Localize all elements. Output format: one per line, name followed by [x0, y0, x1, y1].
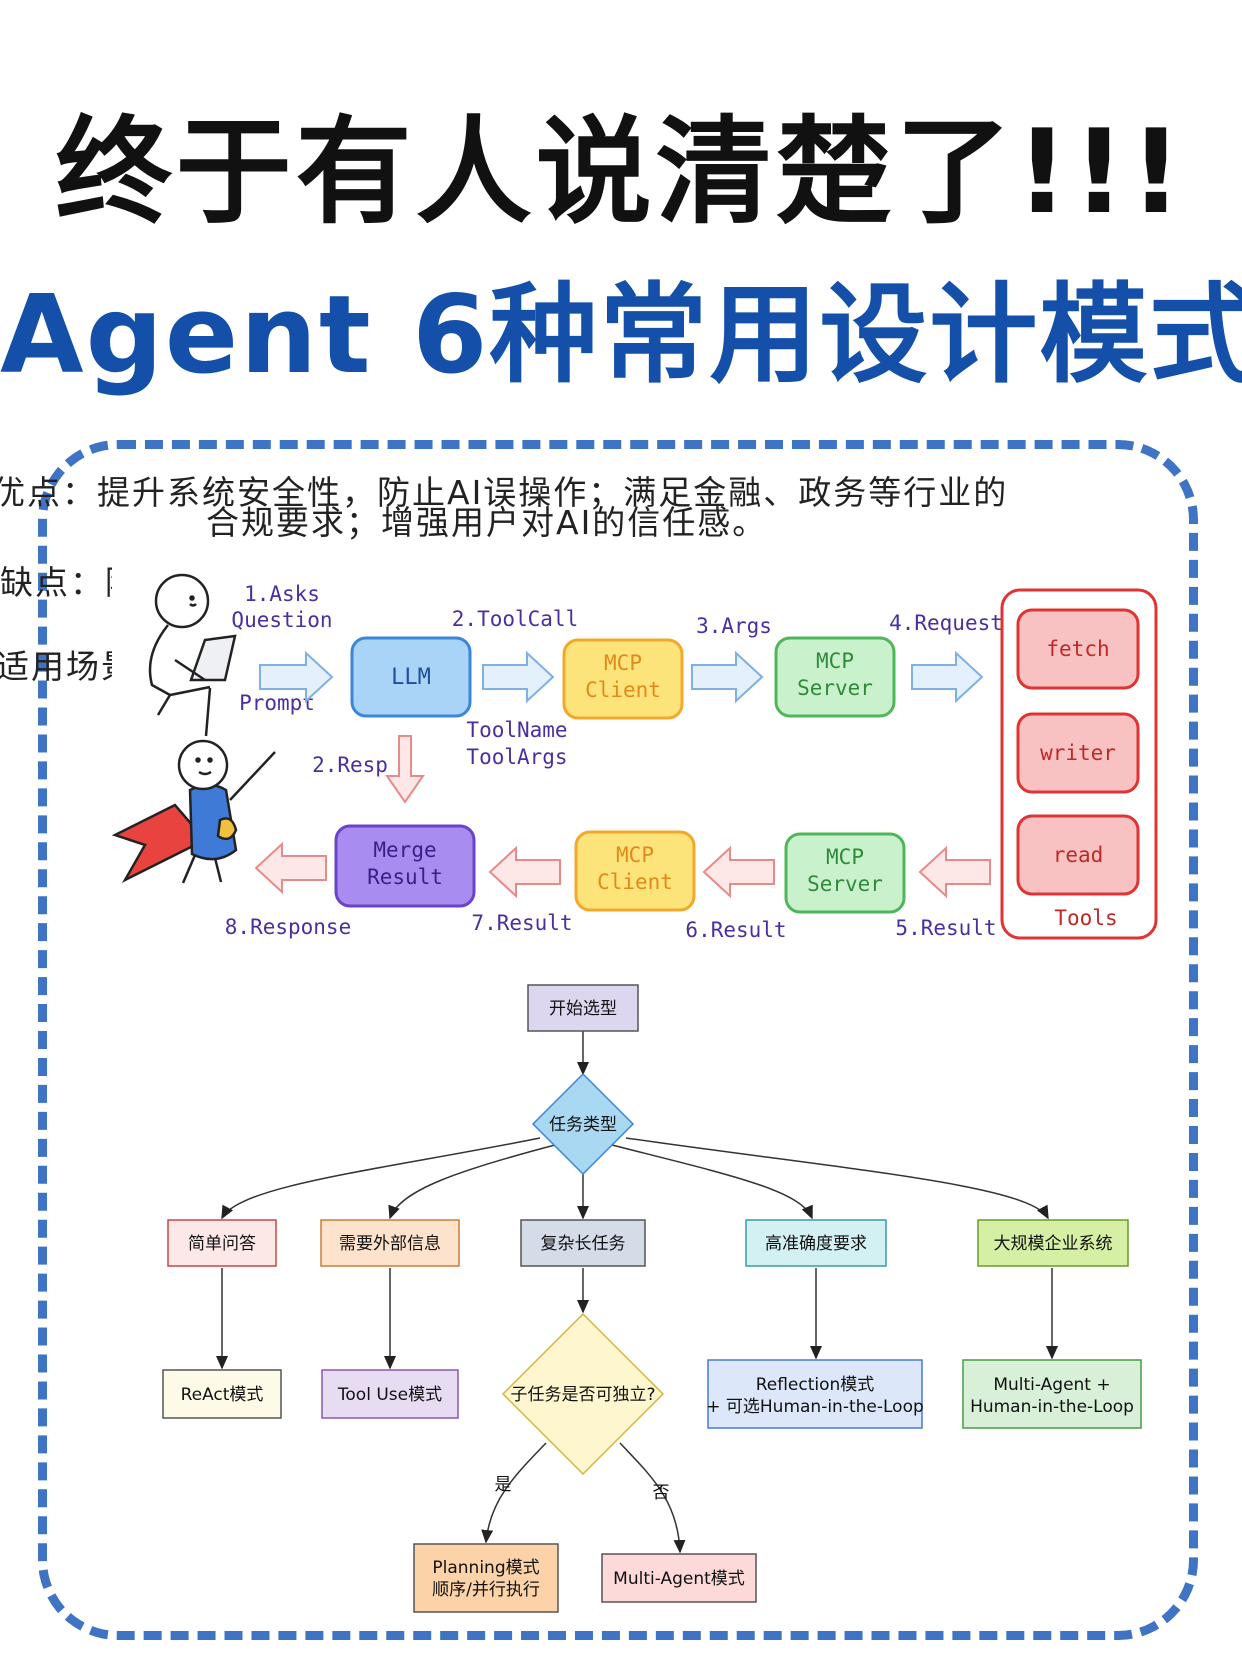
tool-read-label: read — [1053, 843, 1104, 867]
toolargs-label: ToolArgs — [466, 745, 567, 769]
merge-label-line1: Merge — [373, 838, 436, 862]
task-type-label: 任务类型 — [549, 1115, 617, 1135]
toolname-label: ToolName — [466, 718, 567, 742]
external-info-node — [320, 1219, 460, 1267]
step1-label-line2: Question — [231, 608, 332, 632]
arrow-6 — [702, 845, 775, 899]
step1-label-line1: 1.Asks — [244, 582, 320, 606]
react-node — [162, 1369, 282, 1419]
arrow-2 — [482, 650, 555, 704]
start-label: 开始选型 — [549, 999, 617, 1019]
complex-long-label: 复杂长任务 — [541, 1234, 626, 1254]
mcp-client-bottom-box — [574, 830, 696, 912]
tool-use-node — [321, 1369, 459, 1419]
mcp-server-top-label-line1: MCP — [816, 649, 854, 673]
prompt-label: Prompt — [239, 691, 315, 715]
enterprise-label: 大规模企业系统 — [994, 1234, 1113, 1254]
step4-label: 4.Request — [889, 611, 1003, 635]
merge-result-box — [334, 824, 476, 908]
step2-label: 2.ToolCall — [452, 607, 578, 631]
step5-label: 5.Result — [895, 916, 996, 940]
tools-label: Tools — [1054, 906, 1117, 930]
title-line-2: Agent 6种常用设计模式 — [0, 273, 1242, 398]
react-label: ReAct模式 — [181, 1385, 264, 1405]
step3-label: 3.Args — [696, 614, 772, 638]
tool-use-label: Tool Use模式 — [337, 1385, 442, 1405]
arrow-5 — [918, 845, 991, 899]
llm-box — [350, 636, 472, 718]
mcp-server-top-label-line2: Server — [797, 676, 873, 700]
planning-label-line1: Planning模式 — [432, 1558, 539, 1578]
arrow-1 — [259, 650, 334, 704]
llm-label: LLM — [391, 665, 431, 690]
mcp-server-bottom-box — [784, 832, 906, 914]
arrow-resp-down — [385, 735, 425, 804]
planning-label-line2: 顺序/并行执行 — [432, 1580, 540, 1600]
enterprise-node — [977, 1219, 1129, 1267]
simple-qa-label: 简单问答 — [188, 1234, 256, 1254]
merge-label-line2: Result — [367, 865, 443, 889]
step8-label: 8.Response — [225, 915, 351, 939]
multi-agent-node — [601, 1553, 757, 1603]
mcp-server-top-box — [774, 636, 896, 718]
reflection-node — [707, 1359, 923, 1429]
mcp-client-top-box — [562, 638, 684, 720]
mcp-client-top-label-line1: MCP — [604, 651, 642, 675]
complex-long-node — [520, 1219, 646, 1267]
resp-label: 2.Resp — [312, 753, 388, 777]
decision-connectors — [216, 1031, 1058, 1554]
step7-label: 7.Result — [471, 911, 572, 935]
planning-node — [413, 1543, 559, 1613]
reflection-label-line1: Reflection模式 — [756, 1375, 875, 1395]
superhero-illustration — [111, 739, 276, 884]
advantages-text-line-1: 优点：提升系统安全性，防止AI误操作；满足金融、政务等行业的 — [0, 473, 1009, 512]
yes-label: 是 — [495, 1475, 512, 1495]
tool-writer-box — [1016, 712, 1140, 794]
arrow-7 — [488, 845, 561, 899]
multi-agent-label: Multi-Agent模式 — [613, 1569, 745, 1589]
arrow-8 — [254, 841, 327, 895]
reflection-label-line2: + 可选Human-in-the-Loop — [706, 1397, 924, 1417]
mcp-server-bottom-label-line2: Server — [807, 872, 883, 896]
external-info-label: 需要外部信息 — [339, 1234, 441, 1254]
tool-read-box — [1016, 814, 1140, 896]
multi-hitl-label-line2: Human-in-the-Loop — [970, 1397, 1134, 1417]
title-line-1: 终于有人说清楚了!!! — [55, 105, 1187, 240]
user-laptop-illustration — [148, 573, 237, 737]
step6-label: 6.Result — [685, 918, 786, 942]
multi-hitl-label-line1: Multi-Agent + — [993, 1375, 1110, 1395]
high-precision-node — [745, 1219, 887, 1267]
subtask-diamond — [501, 1312, 665, 1476]
arrow-4 — [911, 650, 984, 704]
scenarios-text: 适用场景 — [0, 647, 112, 686]
simple-qa-node — [167, 1219, 277, 1267]
arrow-3 — [691, 650, 764, 704]
tool-fetch-label: fetch — [1046, 637, 1109, 661]
mcp-client-bottom-label-line1: MCP — [616, 843, 654, 867]
advantages-text-line-2: 合规要求；增强用户对AI的信任感。 — [206, 503, 768, 542]
mcp-server-bottom-label-line1: MCP — [826, 845, 864, 869]
tool-fetch-box — [1016, 608, 1140, 690]
high-precision-label: 高准确度要求 — [765, 1234, 867, 1254]
multi-hitl-node — [962, 1359, 1142, 1429]
mcp-client-top-label-line2: Client — [585, 678, 661, 702]
subtask-label: 子任务是否可独立? — [510, 1385, 655, 1405]
disadvantages-text: 缺点：降 — [0, 563, 112, 602]
mcp-client-bottom-label-line2: Client — [597, 870, 673, 894]
dashed-frame — [38, 440, 1198, 1640]
tool-writer-label: writer — [1040, 741, 1116, 765]
no-label: 否 — [653, 1483, 670, 1503]
start-node — [527, 984, 639, 1032]
task-type-diamond — [531, 1072, 635, 1176]
